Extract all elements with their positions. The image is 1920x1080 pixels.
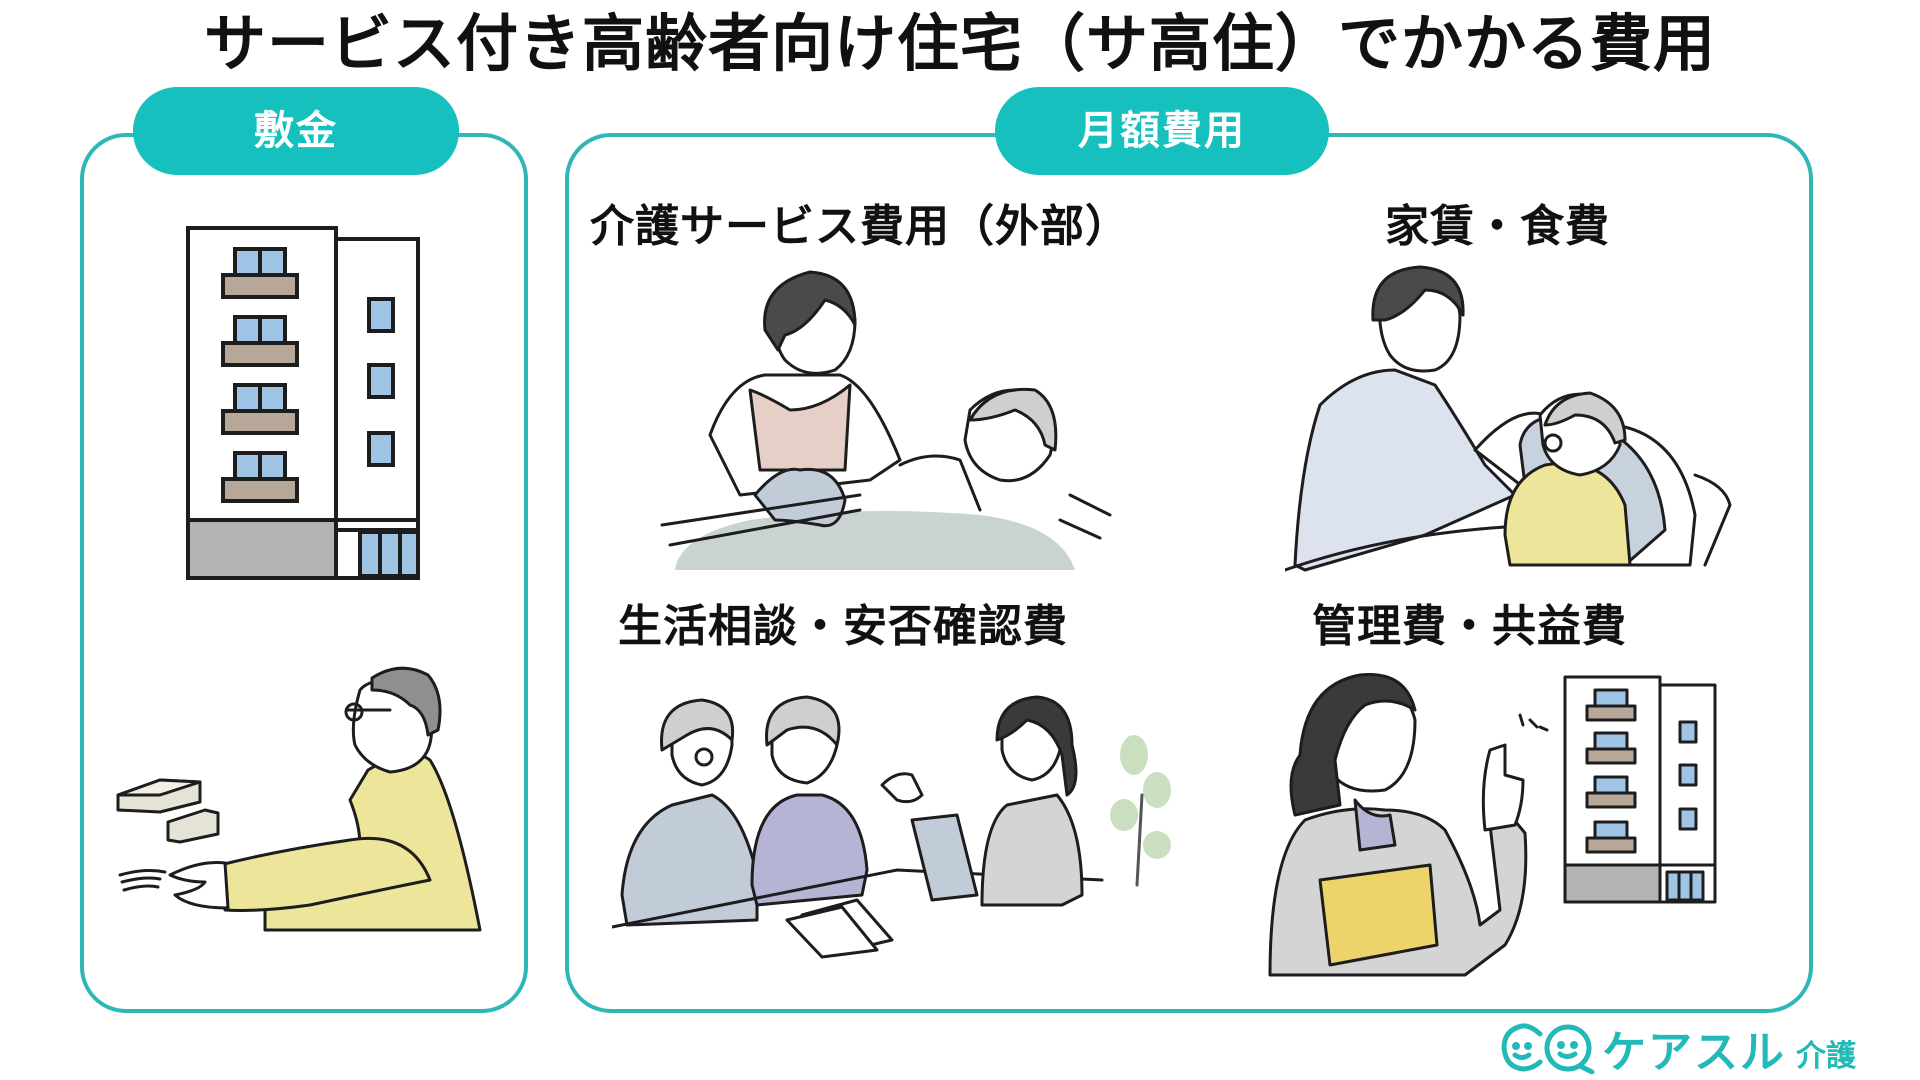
consultation-with-elderly-couple-icon	[612, 695, 1171, 959]
deposit-pill: 敷金	[133, 87, 459, 175]
page-title: サービス付き高齢者向け住宅（サ高住）でかかる費用	[203, 7, 1716, 80]
logo-name: ケアスル	[1602, 1027, 1786, 1078]
consultation-label: 生活相談・安否確認費	[618, 601, 1068, 652]
care-service-label: 介護サービス費用（外部）	[590, 201, 1130, 252]
rent-food-label: 家賃・食費	[1385, 201, 1610, 252]
management-fee-label: 管理費・共益費	[1312, 601, 1627, 652]
caregiver-with-elder-in-bed-icon	[1285, 265, 1732, 572]
caregiver-with-bedridden-elder-icon	[660, 270, 1112, 570]
apartment-building-icon	[186, 226, 420, 580]
man-handing-money-icon	[116, 666, 482, 932]
smiling-faces-icon	[1501, 1023, 1595, 1074]
monthly-cost-pill: 月額費用	[995, 87, 1329, 175]
staff-pointing-at-building-icon	[1268, 672, 1717, 977]
caresul-logo: ケアスル 介護	[1500, 1022, 1856, 1078]
logo-sub: 介護	[1796, 1039, 1856, 1074]
